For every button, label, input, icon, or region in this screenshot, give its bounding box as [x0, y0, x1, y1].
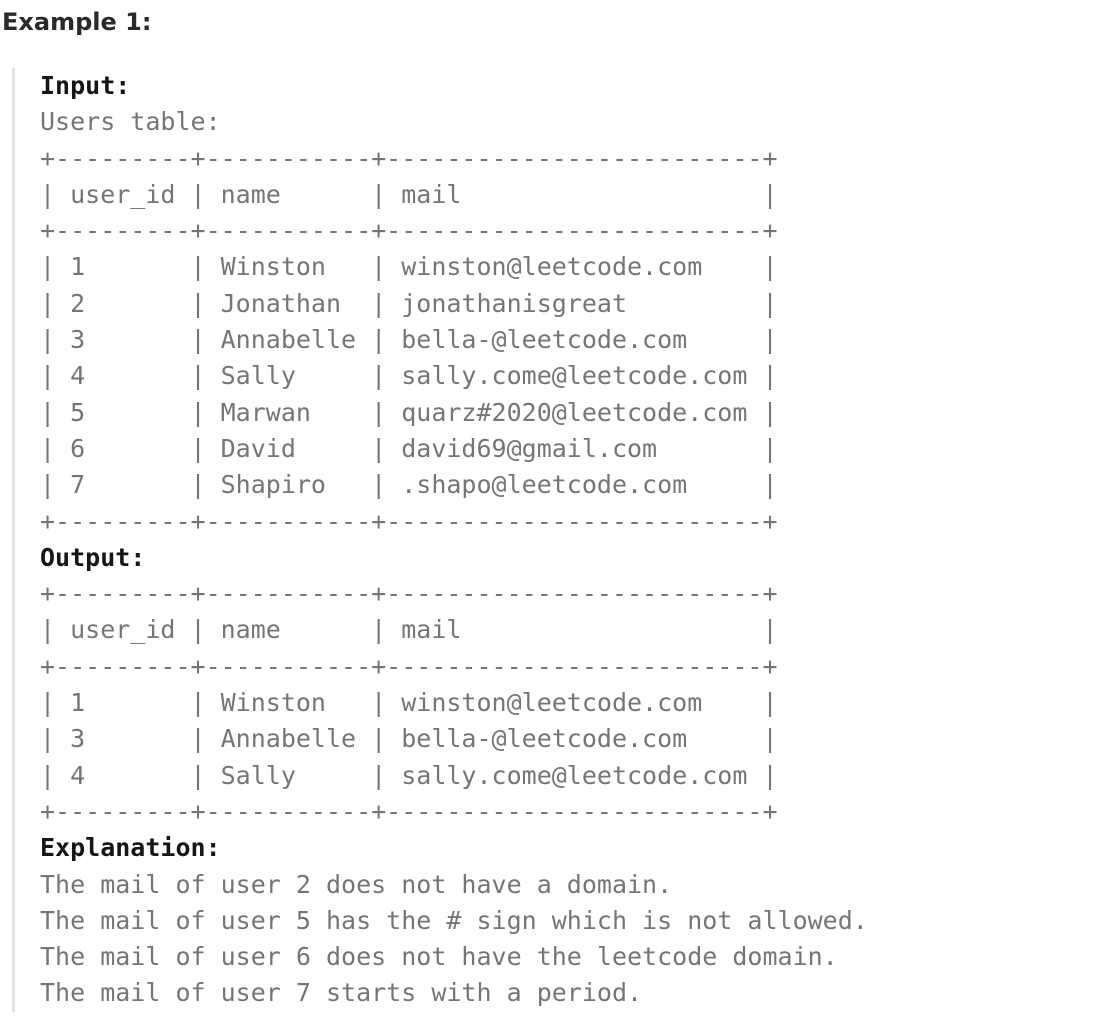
table-row: | 4 | Sally | sally.come@leetcode.com |: [40, 760, 778, 790]
table-row: | 5 | Marwan | quarz#2020@leetcode.com |: [40, 397, 778, 427]
output-table-header-row: | user_id | name | mail |: [40, 615, 778, 645]
table-row: | 7 | Shapiro | .shapo@leetcode.com |: [40, 470, 778, 500]
explanation-label: Explanation:: [40, 833, 221, 863]
explanation-line: The mail of user 5 has the # sign which …: [40, 905, 868, 935]
explanation-line: The mail of user 7 starts with a period.: [40, 978, 643, 1008]
table-row: | 3 | Annabelle | bella-@leetcode.com |: [40, 325, 778, 355]
input-table-top-border: +---------+-----------+-----------------…: [40, 143, 778, 173]
table-row: | 1 | Winston | winston@leetcode.com |: [40, 252, 778, 282]
explanation-line: The mail of user 2 does not have a domai…: [40, 869, 673, 899]
input-table-header-border: +---------+-----------+-----------------…: [40, 216, 778, 246]
table-row: | 2 | Jonathan | jonathanisgreat |: [40, 288, 778, 318]
output-table-top-border: +---------+-----------+-----------------…: [40, 579, 778, 609]
output-table-bottom-border: +---------+-----------+-----------------…: [40, 796, 778, 826]
input-table-bottom-border: +---------+-----------+-----------------…: [40, 506, 778, 536]
users-table-caption: Users table:: [40, 107, 221, 137]
table-row: | 4 | Sally | sally.come@leetcode.com |: [40, 361, 778, 391]
table-row: | 3 | Annabelle | bella-@leetcode.com |: [40, 724, 778, 754]
explanation-line: The mail of user 6 does not have the lee…: [40, 942, 838, 972]
example-code-block: Input: Users table: +---------+---------…: [12, 68, 1102, 1012]
example-heading: Example 1:: [2, 8, 152, 36]
input-table-header-row: | user_id | name | mail |: [40, 179, 778, 209]
table-row: | 1 | Winston | winston@leetcode.com |: [40, 688, 778, 718]
output-table-header-border: +---------+-----------+-----------------…: [40, 651, 778, 681]
input-label: Input:: [40, 71, 131, 100]
output-label: Output:: [40, 542, 146, 572]
example-section: Example 1: Input: Users table: +--------…: [2, 9, 1102, 1012]
table-row: | 6 | David | david69@gmail.com |: [40, 433, 778, 463]
